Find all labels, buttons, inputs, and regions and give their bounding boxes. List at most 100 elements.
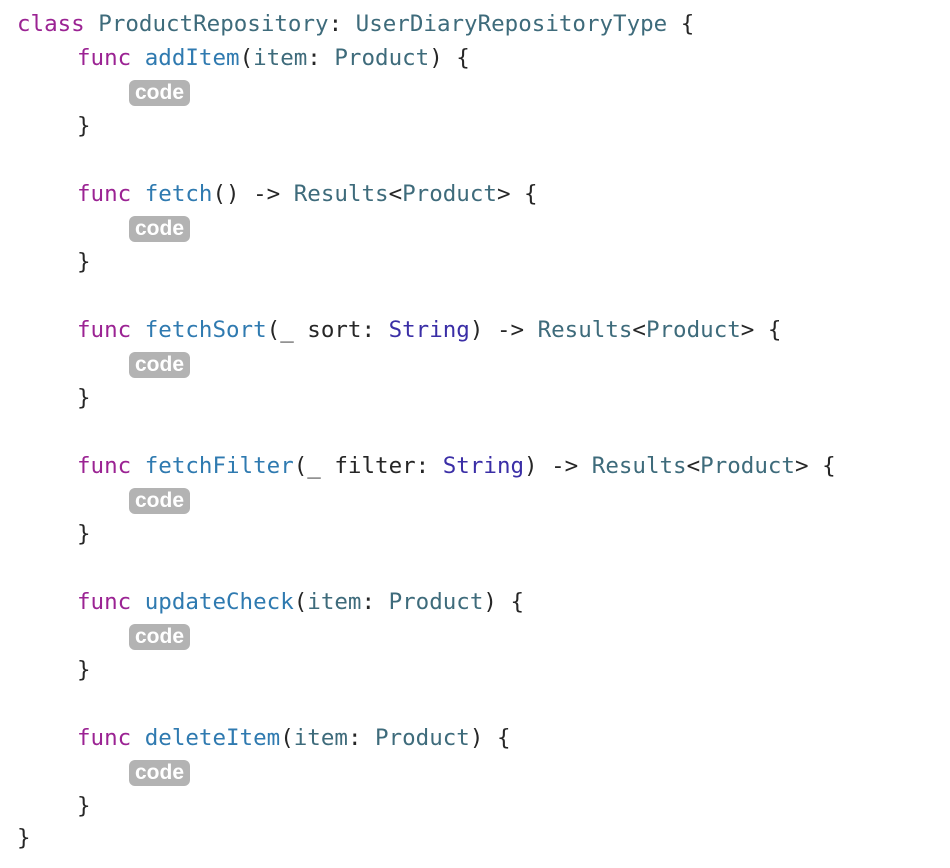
func-name: fetch bbox=[144, 181, 213, 207]
param-colon: : bbox=[347, 725, 376, 751]
code-placeholder-token[interactable]: code bbox=[129, 488, 191, 514]
func-close-line[interactable]: } bbox=[77, 791, 91, 821]
func-signature-line[interactable]: func updateCheck(item: Product) { bbox=[77, 587, 524, 617]
param-type: Product bbox=[334, 45, 430, 71]
param-name: item bbox=[307, 589, 362, 615]
func-close-brace: } bbox=[77, 113, 91, 139]
return-type: Results bbox=[293, 181, 389, 207]
param-colon: : bbox=[361, 589, 389, 615]
paren-open: ( bbox=[266, 317, 281, 343]
func-signature-line[interactable]: func deleteItem(item: Product) { bbox=[77, 723, 511, 753]
func-body-line[interactable]: code bbox=[129, 757, 191, 787]
code-placeholder-token[interactable]: code bbox=[129, 80, 191, 106]
return-type: Results bbox=[537, 317, 633, 343]
param-name: sort bbox=[307, 317, 362, 343]
func-open-brace: { bbox=[442, 45, 470, 71]
param-colon: : bbox=[307, 45, 335, 71]
param-type: Product bbox=[388, 589, 484, 615]
func-signature-line[interactable]: func fetchFilter(_ filter: String) -> Re… bbox=[77, 451, 836, 481]
class-keyword: class bbox=[17, 11, 85, 37]
return-type: Results bbox=[591, 453, 687, 479]
generic-open: < bbox=[388, 181, 403, 207]
param-colon: : bbox=[415, 453, 443, 479]
class-colon: : bbox=[328, 11, 356, 37]
generic-open: < bbox=[686, 453, 701, 479]
func-body-line[interactable]: code bbox=[129, 621, 191, 651]
func-name: updateCheck bbox=[144, 589, 294, 615]
generic-close: > bbox=[794, 453, 809, 479]
func-close-brace: } bbox=[77, 385, 91, 411]
code-placeholder-token[interactable]: code bbox=[129, 352, 191, 378]
func-keyword: func bbox=[77, 317, 132, 343]
return-arrow: -> bbox=[483, 317, 538, 343]
func-signature-line[interactable]: func addItem(item: Product) { bbox=[77, 43, 470, 73]
func-close-line[interactable]: } bbox=[77, 247, 91, 277]
param-name: item bbox=[293, 725, 348, 751]
func-close-brace: } bbox=[77, 793, 91, 819]
func-close-line[interactable]: } bbox=[77, 383, 91, 413]
func-open-brace: { bbox=[496, 589, 525, 615]
func-keyword: func bbox=[77, 453, 132, 479]
func-name: fetchFilter bbox=[144, 453, 294, 479]
param-colon: : bbox=[361, 317, 389, 343]
func-keyword: func bbox=[77, 181, 132, 207]
return-arrow: -> bbox=[537, 453, 592, 479]
class-close-line[interactable]: } bbox=[17, 823, 31, 853]
func-body-line[interactable]: code bbox=[129, 213, 191, 243]
paren-close: ) bbox=[226, 181, 240, 207]
param-type: String bbox=[442, 453, 525, 479]
class-close-brace: } bbox=[17, 825, 31, 851]
func-keyword: func bbox=[77, 45, 132, 71]
param-name: filter bbox=[334, 453, 416, 479]
param-prefix: _ bbox=[280, 317, 308, 343]
func-signature-line[interactable]: func fetch() -> Results<Product> { bbox=[77, 179, 538, 209]
return-arrow: -> bbox=[239, 181, 294, 207]
func-close-brace: } bbox=[77, 657, 91, 683]
generic-arg: Product bbox=[402, 181, 497, 207]
param-type: Product bbox=[375, 725, 470, 751]
paren-open: ( bbox=[293, 453, 308, 479]
func-close-line[interactable]: } bbox=[77, 655, 91, 685]
code-placeholder-token[interactable]: code bbox=[129, 760, 191, 786]
code-placeholder-token[interactable]: code bbox=[129, 216, 191, 242]
generic-close: > bbox=[496, 181, 511, 207]
paren-open: ( bbox=[239, 45, 254, 71]
protocol-name: UserDiaryRepositoryType bbox=[355, 11, 668, 37]
func-close-line[interactable]: } bbox=[77, 519, 91, 549]
func-keyword: func bbox=[77, 589, 132, 615]
func-open-brace: { bbox=[483, 725, 511, 751]
func-open-brace: { bbox=[510, 181, 538, 207]
code-placeholder-token[interactable]: code bbox=[129, 624, 191, 650]
func-signature-line[interactable]: func fetchSort(_ sort: String) -> Result… bbox=[77, 315, 781, 345]
paren-close: ) bbox=[469, 317, 484, 343]
class-declaration-line[interactable]: class ProductRepository: UserDiaryReposi… bbox=[17, 9, 694, 39]
func-close-brace: } bbox=[77, 521, 91, 547]
func-close-line[interactable]: } bbox=[77, 111, 91, 141]
param-prefix: _ bbox=[307, 453, 335, 479]
class-open-brace: { bbox=[667, 11, 695, 37]
paren-close: ) bbox=[483, 589, 497, 615]
paren-open: ( bbox=[293, 589, 308, 615]
func-body-line[interactable]: code bbox=[129, 485, 191, 515]
paren-open: ( bbox=[212, 181, 227, 207]
generic-arg: Product bbox=[700, 453, 795, 479]
param-type: String bbox=[388, 317, 470, 343]
paren-close: ) bbox=[469, 725, 484, 751]
generic-open: < bbox=[632, 317, 646, 343]
paren-close: ) bbox=[524, 453, 538, 479]
func-name: fetchSort bbox=[144, 317, 267, 343]
func-open-brace: { bbox=[754, 317, 782, 343]
paren-close: ) bbox=[429, 45, 443, 71]
func-keyword: func bbox=[77, 725, 132, 751]
func-name: addItem bbox=[144, 45, 240, 71]
class-name: ProductRepository bbox=[98, 11, 329, 37]
func-name: deleteItem bbox=[144, 725, 281, 751]
func-open-brace: { bbox=[808, 453, 836, 479]
generic-arg: Product bbox=[645, 317, 741, 343]
func-body-line[interactable]: code bbox=[129, 349, 191, 379]
param-name: item bbox=[253, 45, 308, 71]
func-body-line[interactable]: code bbox=[129, 77, 191, 107]
paren-open: ( bbox=[280, 725, 294, 751]
func-close-brace: } bbox=[77, 249, 91, 275]
